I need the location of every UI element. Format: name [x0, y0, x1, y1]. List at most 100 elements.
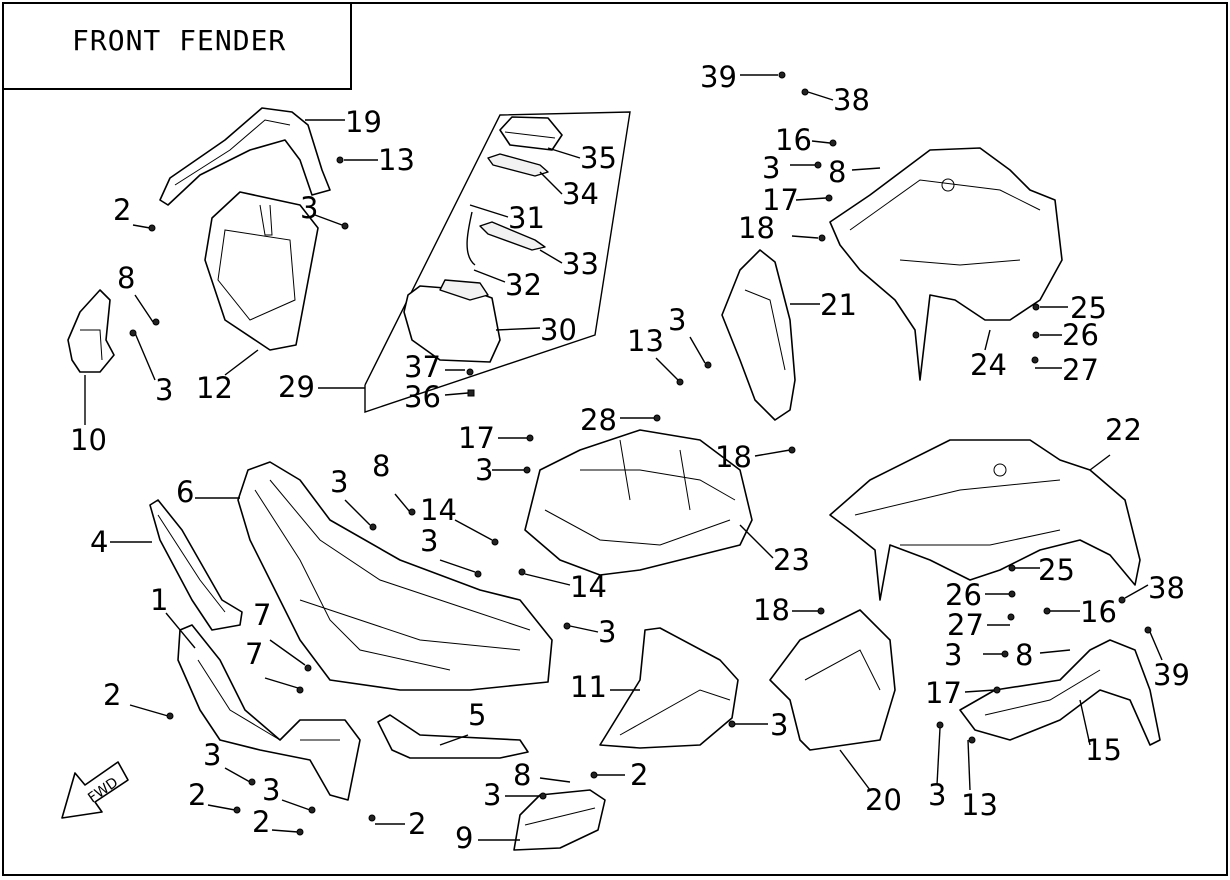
- part-34-gasket: [487, 153, 549, 177]
- callout-1: 1: [150, 583, 168, 617]
- leader-line: [1039, 649, 1071, 654]
- callout-31: 31: [508, 201, 545, 235]
- callout-8: 8: [372, 449, 390, 483]
- callout-2: 2: [103, 678, 121, 712]
- leader-line: [539, 171, 563, 195]
- fastener: [825, 194, 833, 202]
- leader-line: [224, 349, 259, 376]
- leader-line: [984, 329, 991, 351]
- callout-12: 12: [196, 371, 233, 405]
- fastener: [814, 161, 822, 169]
- part-31-32-hose: [466, 211, 476, 266]
- leader-line: [314, 214, 343, 226]
- fastener: [1032, 303, 1040, 311]
- part-24-rear-upper-fender: [829, 147, 1063, 381]
- callout-2: 2: [188, 778, 206, 812]
- leader-line: [964, 689, 996, 693]
- callout-3: 3: [598, 615, 616, 649]
- callout-36: 36: [404, 380, 441, 414]
- fastener: [563, 622, 571, 630]
- leader-line: [224, 767, 251, 783]
- callout-9: 9: [455, 821, 473, 855]
- fastener: [590, 771, 598, 779]
- callout-37: 37: [404, 350, 441, 384]
- fastener: [296, 686, 304, 694]
- callout-16: 16: [1080, 595, 1117, 629]
- part-19-front-upper-fender: [159, 107, 331, 206]
- fastener: [341, 222, 349, 230]
- fastener: [518, 568, 526, 576]
- leader-line: [936, 727, 941, 786]
- leader-line: [264, 677, 299, 689]
- fastener: [968, 736, 976, 744]
- callout-8: 8: [828, 155, 846, 189]
- callout-38: 38: [833, 83, 870, 117]
- callout-39: 39: [1153, 658, 1190, 692]
- fastener: [778, 71, 786, 79]
- callout-39: 39: [700, 60, 737, 94]
- fastener: [408, 508, 416, 516]
- fastener: [368, 814, 376, 822]
- leader-line: [539, 249, 563, 264]
- part-36-bolt: [467, 389, 475, 397]
- part-20-flap: [769, 609, 896, 751]
- leader-line: [134, 294, 154, 323]
- callout-16: 16: [775, 123, 812, 157]
- callout-10: 10: [70, 423, 107, 457]
- part-9-bracket: [513, 789, 606, 851]
- callout-3: 3: [262, 773, 280, 807]
- callout-8: 8: [117, 261, 135, 295]
- leader-line: [754, 449, 791, 457]
- callout-13: 13: [627, 324, 664, 358]
- fastener: [166, 712, 174, 720]
- callout-8: 8: [513, 758, 531, 792]
- fastener: [829, 139, 837, 147]
- fastener: [1008, 564, 1016, 572]
- callout-24: 24: [970, 348, 1007, 382]
- leader-line: [165, 612, 196, 649]
- leader-line: [524, 573, 571, 586]
- leader-line: [791, 235, 819, 239]
- callout-21: 21: [820, 288, 857, 322]
- callout-3: 3: [155, 373, 173, 407]
- fastener: [233, 806, 241, 814]
- leader-line: [132, 224, 151, 229]
- callout-7: 7: [253, 598, 271, 632]
- callout-13: 13: [378, 143, 415, 177]
- leader-line: [134, 332, 156, 381]
- fastener: [1031, 356, 1039, 364]
- page-title: FRONT FENDER: [72, 24, 287, 57]
- leader-line: [1124, 584, 1149, 599]
- leader-line: [439, 559, 476, 573]
- leader-line: [1079, 699, 1091, 746]
- leader-line: [207, 804, 236, 811]
- part-37-nut: [466, 368, 474, 376]
- leader-line: [344, 499, 371, 526]
- callout-3: 3: [762, 151, 780, 185]
- fastener: [296, 828, 304, 836]
- part-22-front-upper-fender: [829, 439, 1141, 601]
- callout-2: 2: [252, 805, 270, 839]
- callout-17: 17: [925, 676, 962, 710]
- fastener: [817, 607, 825, 615]
- leader-line: [454, 519, 493, 541]
- callout-13: 13: [961, 788, 998, 822]
- leader-line: [851, 167, 881, 171]
- callout-3: 3: [668, 303, 686, 337]
- fastener: [1001, 650, 1009, 658]
- callout-23: 23: [773, 543, 810, 577]
- leader-line: [281, 799, 311, 811]
- fastener: [129, 329, 137, 337]
- fastener: [676, 378, 684, 386]
- callout-3: 3: [928, 778, 946, 812]
- group-29-outline: [364, 111, 631, 413]
- callout-26: 26: [945, 578, 982, 612]
- callout-3: 3: [944, 638, 962, 672]
- callout-3: 3: [483, 778, 501, 812]
- callout-3: 3: [330, 465, 348, 499]
- leader-line: [1149, 631, 1163, 661]
- fastener: [248, 778, 256, 786]
- callout-2: 2: [408, 807, 426, 841]
